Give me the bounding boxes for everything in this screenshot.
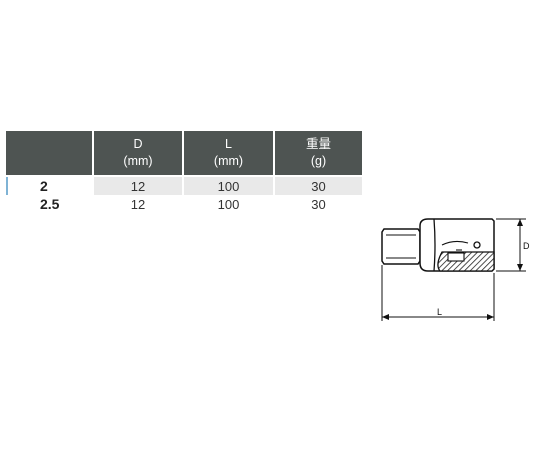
header-weight-label: 重量 [305, 137, 331, 151]
header-l: L (mm) [184, 131, 273, 175]
dim-l-label: L [437, 307, 442, 317]
cell-weight: 30 [275, 177, 362, 195]
dim-d-label: D [523, 241, 530, 251]
header-l-label: L [225, 137, 232, 151]
dimension-l [381, 265, 495, 321]
cell-d: 12 [94, 195, 182, 213]
spec-table: D (mm) L (mm) 重量 (g) 2 12 100 30 2.5 12 … [4, 131, 364, 213]
header-d: D (mm) [94, 131, 182, 175]
socket-drawing: D L [381, 218, 530, 321]
cell-d: 12 [94, 177, 182, 195]
header-d-label: D [133, 137, 143, 151]
cell-size: 2.5 [6, 195, 92, 213]
header-weight-unit: (g) [310, 154, 327, 168]
header-row: D (mm) L (mm) 重量 (g) [6, 131, 362, 175]
cell-size: 2 [6, 177, 92, 195]
table-row: 2.5 12 100 30 [6, 195, 362, 213]
header-weight: 重量 (g) [275, 131, 362, 175]
header-size [6, 131, 92, 175]
section-hatch [437, 251, 495, 272]
header-d-unit: (mm) [123, 154, 153, 168]
dimension-d [496, 218, 526, 272]
cell-weight: 30 [275, 195, 362, 213]
cell-l: 100 [184, 177, 273, 195]
cell-l: 100 [184, 195, 273, 213]
table-row: 2 12 100 30 [6, 177, 362, 195]
header-l-unit: (mm) [213, 154, 244, 168]
